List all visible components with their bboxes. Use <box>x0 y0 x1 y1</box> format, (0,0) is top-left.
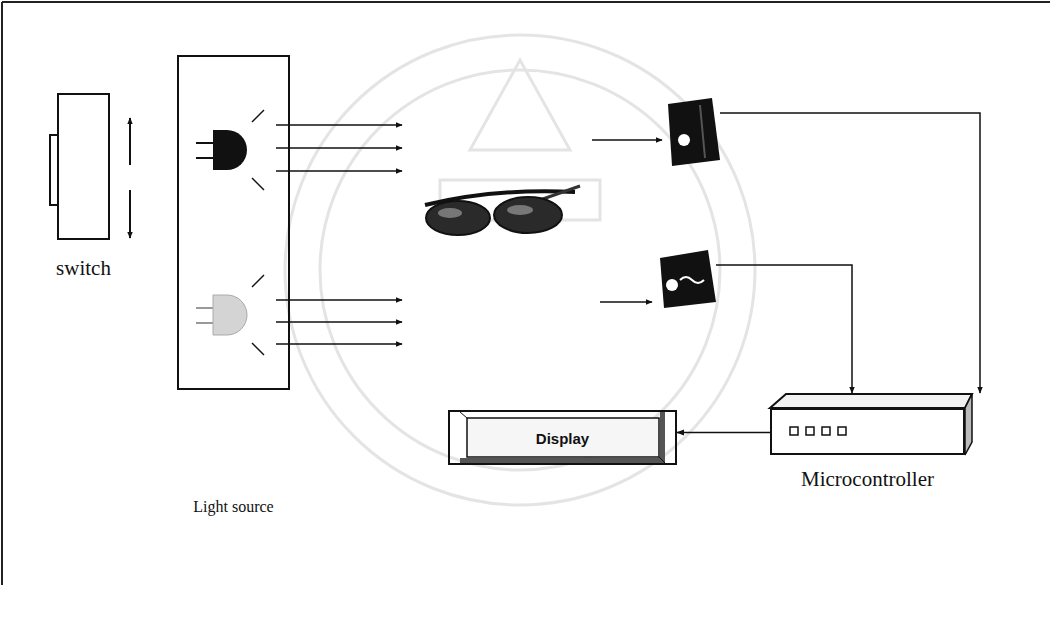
led-light <box>196 275 264 355</box>
part-label: Microcontroller <box>801 467 934 492</box>
switch-box: switch <box>57 93 110 240</box>
led-dark <box>196 110 264 190</box>
led-lead <box>196 157 214 159</box>
led-body <box>213 130 247 170</box>
case-top <box>770 394 972 408</box>
indicator <box>822 427 830 435</box>
sunglasses <box>425 186 580 235</box>
watermark-ring <box>320 70 720 470</box>
led-ray <box>252 110 264 122</box>
part-label: switch <box>56 256 111 281</box>
led-body <box>213 295 247 335</box>
led-lead <box>196 307 214 309</box>
led-ray <box>252 343 264 355</box>
frame-line <box>1 2 3 585</box>
light-sensor <box>660 250 716 308</box>
watermark-shape <box>470 60 570 150</box>
glasses-reflection <box>438 208 462 218</box>
glasses-lens <box>426 201 490 235</box>
beam-arrow <box>592 139 662 141</box>
beam-arrow <box>276 321 402 323</box>
light-beams <box>276 125 662 344</box>
watermark-ring <box>285 35 755 505</box>
glasses-lens <box>494 197 562 233</box>
signal-wire <box>720 113 980 393</box>
led-ray <box>252 275 264 287</box>
led-ray <box>252 178 264 190</box>
beam-arrow <box>276 343 402 345</box>
microcontroller-box: Microcontroller <box>770 408 965 455</box>
sensor-window <box>666 279 678 291</box>
indicator-row <box>790 427 846 435</box>
led-lead <box>196 322 214 324</box>
switch-down-arrow <box>129 190 131 238</box>
sensor-mark <box>680 277 704 283</box>
light-sensor <box>668 98 720 166</box>
box-label: Display <box>450 429 675 446</box>
glasses-temple <box>540 186 580 200</box>
display-box: Display <box>448 410 677 465</box>
case-side <box>965 394 972 455</box>
part-label: Light source <box>193 498 273 516</box>
beam-arrow <box>600 301 652 303</box>
bevel-corner <box>659 457 665 463</box>
frame-line <box>2 1 1050 3</box>
beam-arrow <box>276 170 402 172</box>
beam-arrow <box>276 124 402 126</box>
beam-arrow <box>276 299 402 301</box>
led-lead <box>196 142 214 144</box>
signal-arrow <box>677 432 770 434</box>
light-source-box: Light source <box>177 55 290 390</box>
sensor-body <box>668 98 720 166</box>
sensor-window <box>678 134 690 146</box>
indicator <box>838 427 846 435</box>
sensor-edge <box>700 105 705 158</box>
glasses-reflection <box>507 205 533 215</box>
indicator <box>790 427 798 435</box>
beam-arrow <box>276 147 402 149</box>
signal-wire <box>716 265 852 393</box>
watermark-seal <box>285 35 755 505</box>
indicator <box>806 427 814 435</box>
sensor-body <box>660 250 716 308</box>
bevel-corner <box>460 412 467 418</box>
switch-up-arrow <box>129 118 131 165</box>
